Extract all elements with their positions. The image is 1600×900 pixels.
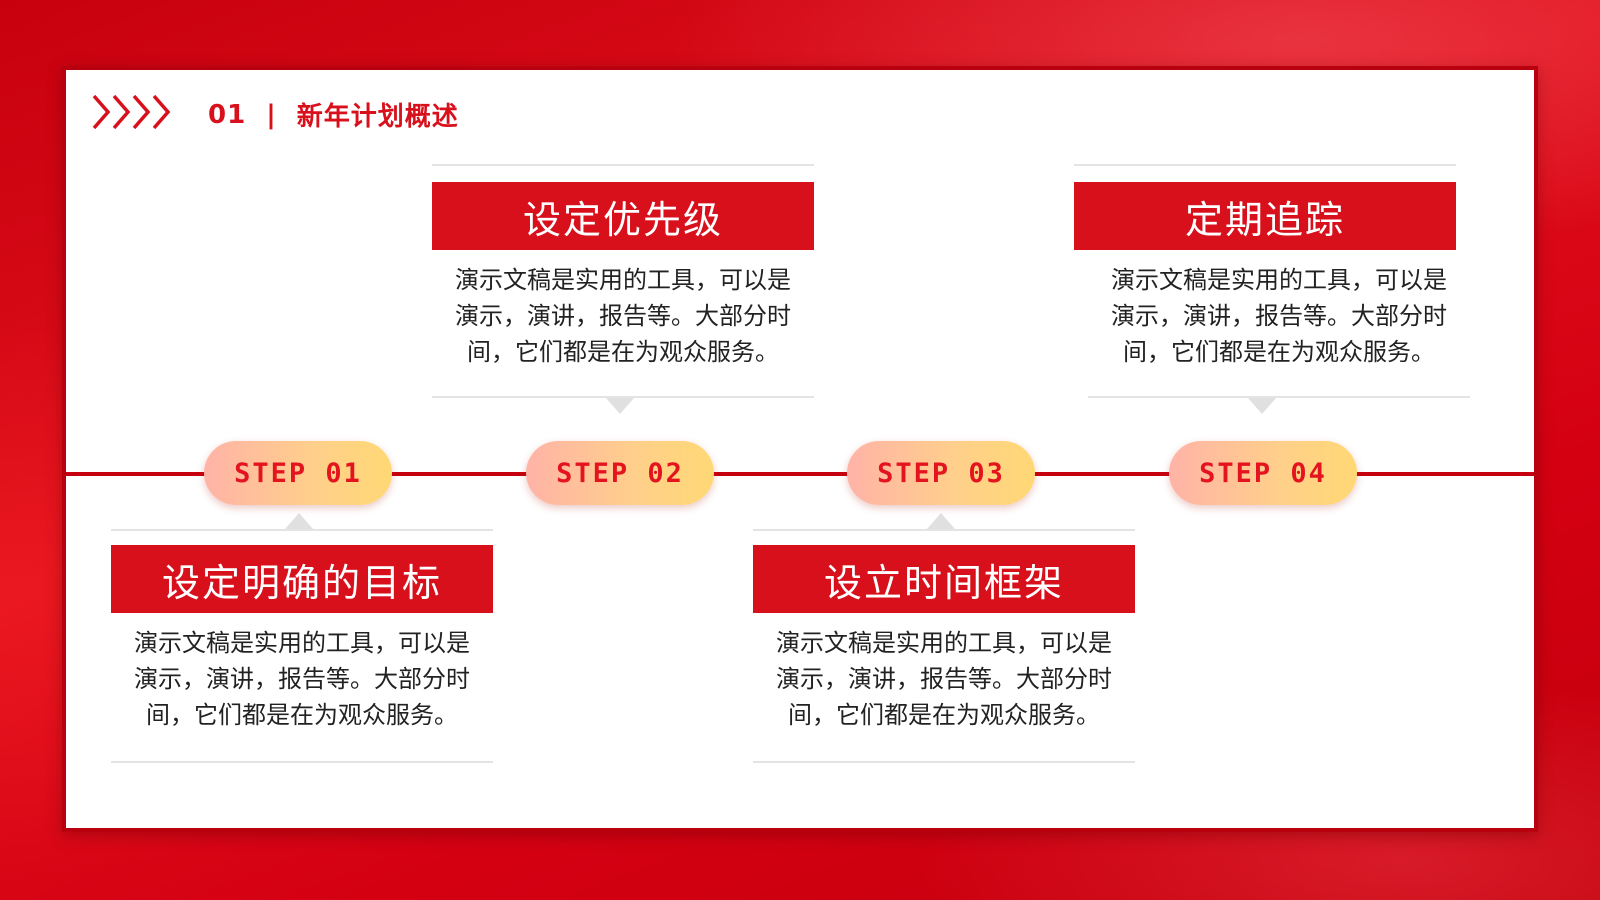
card-bottom-rule <box>1088 396 1470 398</box>
card-bottom-rule <box>432 396 814 398</box>
card-body: 演示文稿是实用的工具，可以是 演示，演讲，报告等。大部分时 间，它们都是在为观众… <box>455 266 791 366</box>
step-label: STEP 01 <box>234 457 362 489</box>
step-03-pill: STEP 03 <box>847 441 1035 505</box>
timeline-line <box>66 472 1534 476</box>
step-04-pill: STEP 04 <box>1169 441 1357 505</box>
card-tracking: 定期追踪 演示文稿是实用的工具，可以是 演示，演讲，报告等。大部分时 间，它们都… <box>1074 164 1470 400</box>
section-title: 新年计划概述 <box>296 102 459 132</box>
card-pointer <box>927 513 955 529</box>
card-pointer <box>1248 398 1276 414</box>
card-pointer <box>285 513 313 529</box>
step-label: STEP 02 <box>556 457 684 489</box>
slide-panel: 01 | 新年计划概述 STEP 01 STEP 02 STEP 03 STEP… <box>62 66 1538 832</box>
card-title: 设定优先级 <box>432 182 814 250</box>
card-timeframe: 设立时间框架 演示文稿是实用的工具，可以是 演示，演讲，报告等。大部分时 间，它… <box>753 529 1135 765</box>
card-title: 设立时间框架 <box>753 545 1135 613</box>
step-label: STEP 04 <box>1199 457 1327 489</box>
card-top-rule <box>432 164 814 166</box>
card-body: 演示文稿是实用的工具，可以是 演示，演讲，报告等。大部分时 间，它们都是在为观众… <box>134 629 470 729</box>
section-separator: | <box>266 99 277 130</box>
card-body: 演示文稿是实用的工具，可以是 演示，演讲，报告等。大部分时 间，它们都是在为观众… <box>1111 266 1447 366</box>
card-body: 演示文稿是实用的工具，可以是 演示，演讲，报告等。大部分时 间，它们都是在为观众… <box>776 629 1112 729</box>
card-goal: 设定明确的目标 演示文稿是实用的工具，可以是 演示，演讲，报告等。大部分时 间，… <box>111 529 493 765</box>
card-priority: 设定优先级 演示文稿是实用的工具，可以是 演示，演讲，报告等。大部分时 间，它们… <box>432 164 814 400</box>
section-number: 01 <box>208 99 247 130</box>
card-bottom-rule <box>111 761 493 763</box>
card-title: 定期追踪 <box>1074 182 1456 250</box>
chevrons-right-icon <box>92 94 171 130</box>
card-top-rule <box>111 529 493 531</box>
card-title: 设定明确的目标 <box>111 545 493 613</box>
step-label: STEP 03 <box>877 457 1005 489</box>
card-bottom-rule <box>753 761 1135 763</box>
section-header: 01 | 新年计划概述 <box>208 96 459 133</box>
card-top-rule <box>1074 164 1456 166</box>
card-pointer <box>606 398 634 414</box>
step-01-pill: STEP 01 <box>204 441 392 505</box>
card-top-rule <box>753 529 1135 531</box>
step-02-pill: STEP 02 <box>526 441 714 505</box>
